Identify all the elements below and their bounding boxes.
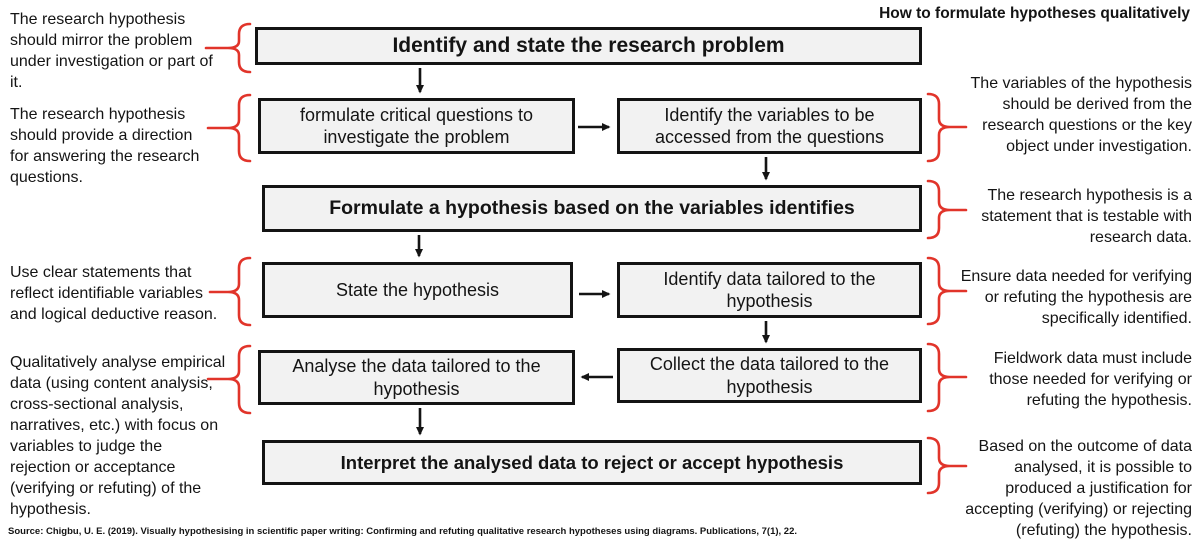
flow-step-5: State the hypothesis: [262, 262, 573, 318]
annotation-right-5: Based on the outcome of data analysed, i…: [965, 438, 1192, 539]
source-citation: Source: Chigbu, U. E. (2019). Visually h…: [8, 526, 798, 537]
annotation-right-1: The variables of the hypothesis should b…: [970, 75, 1192, 155]
annotation-right-3: Ensure data needed for verifying or refu…: [960, 268, 1192, 327]
annotation-left-2: The research hypothesis should provide a…: [10, 106, 200, 186]
flow-step-1: Identify and state the research problem: [255, 27, 922, 65]
annotation-left-1: The research hypothesis should mirror th…: [10, 11, 213, 91]
annotation-right-2: The research hypothesis is a statement t…: [981, 187, 1192, 246]
flow-step-4: Formulate a hypothesis based on the vari…: [262, 185, 922, 232]
annotation-right-4: Fieldwork data must include those needed…: [989, 350, 1192, 409]
page-title: How to formulate hypotheses qualitativel…: [879, 5, 1190, 22]
annotation-left-3: Use clear statements that reflect identi…: [10, 264, 218, 323]
annotation-left-4: Qualitatively analyse empirical data (us…: [10, 354, 226, 518]
flow-step-8: Collect the data tailored to the hypothe…: [617, 348, 922, 403]
flow-step-3: Identify the variables to be accessed fr…: [617, 98, 922, 154]
flow-step-9: Interpret the analysed data to reject or…: [262, 440, 922, 485]
flow-step-2: formulate critical questions to investig…: [258, 98, 575, 154]
flow-step-6: Identify data tailored to the hypothesis: [617, 262, 922, 318]
flow-step-7: Analyse the data tailored to the hypothe…: [258, 350, 575, 405]
